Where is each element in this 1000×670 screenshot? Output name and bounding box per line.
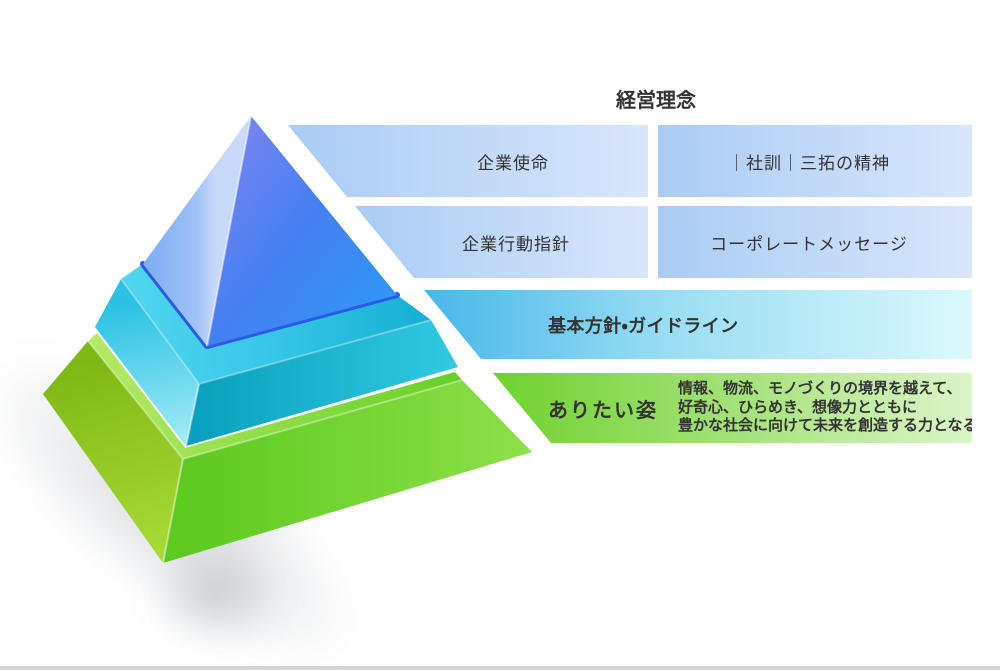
basic-policy-label: 基本方針・ガイドライン [548,315,739,336]
conduct-guidelines-label: 企業行動指針 [462,234,570,254]
company-motto-label: ｜社訓｜三拓の精神 [728,153,890,173]
diagram-title: 経営理念 [616,90,696,112]
vision-description-line: 情報、物流、モノづくりの境界を越えて、 [678,380,962,398]
pyramid-shadow [0,348,364,670]
corporate-mission-label: 企業使命 [477,153,549,173]
vision-description-line: 豊かな社会に向けて未来を創造する力となる [678,417,978,435]
bottom-border-bar [0,666,1000,670]
vision-label: ありたい姿 [548,399,658,422]
pyramid-tier-policy [95,264,458,447]
box-corporate-message: コーポレートメッセージ [658,206,972,278]
box-corporate-mission: 企業使命 [288,125,648,197]
vision-description-line: 好奇心、ひらめき、想像力とともに [678,398,917,416]
box-conduct-guidelines: 企業行動指針 [355,206,648,278]
box-vision: ありたい姿 情報、物流、モノづくりの境界を越えて、 好奇心、ひらめき、想像力とと… [493,373,972,443]
vision-description: 情報、物流、モノづくりの境界を越えて、 好奇心、ひらめき、想像力とともに 豊かな… [678,380,978,436]
pyramid-tier-vision [43,333,532,564]
box-company-motto: ｜社訓｜三拓の精神 [658,125,972,197]
box-basic-policy: 基本方針・ガイドライン [424,290,972,359]
corporate-message-label: コーポレートメッセージ [710,234,908,254]
